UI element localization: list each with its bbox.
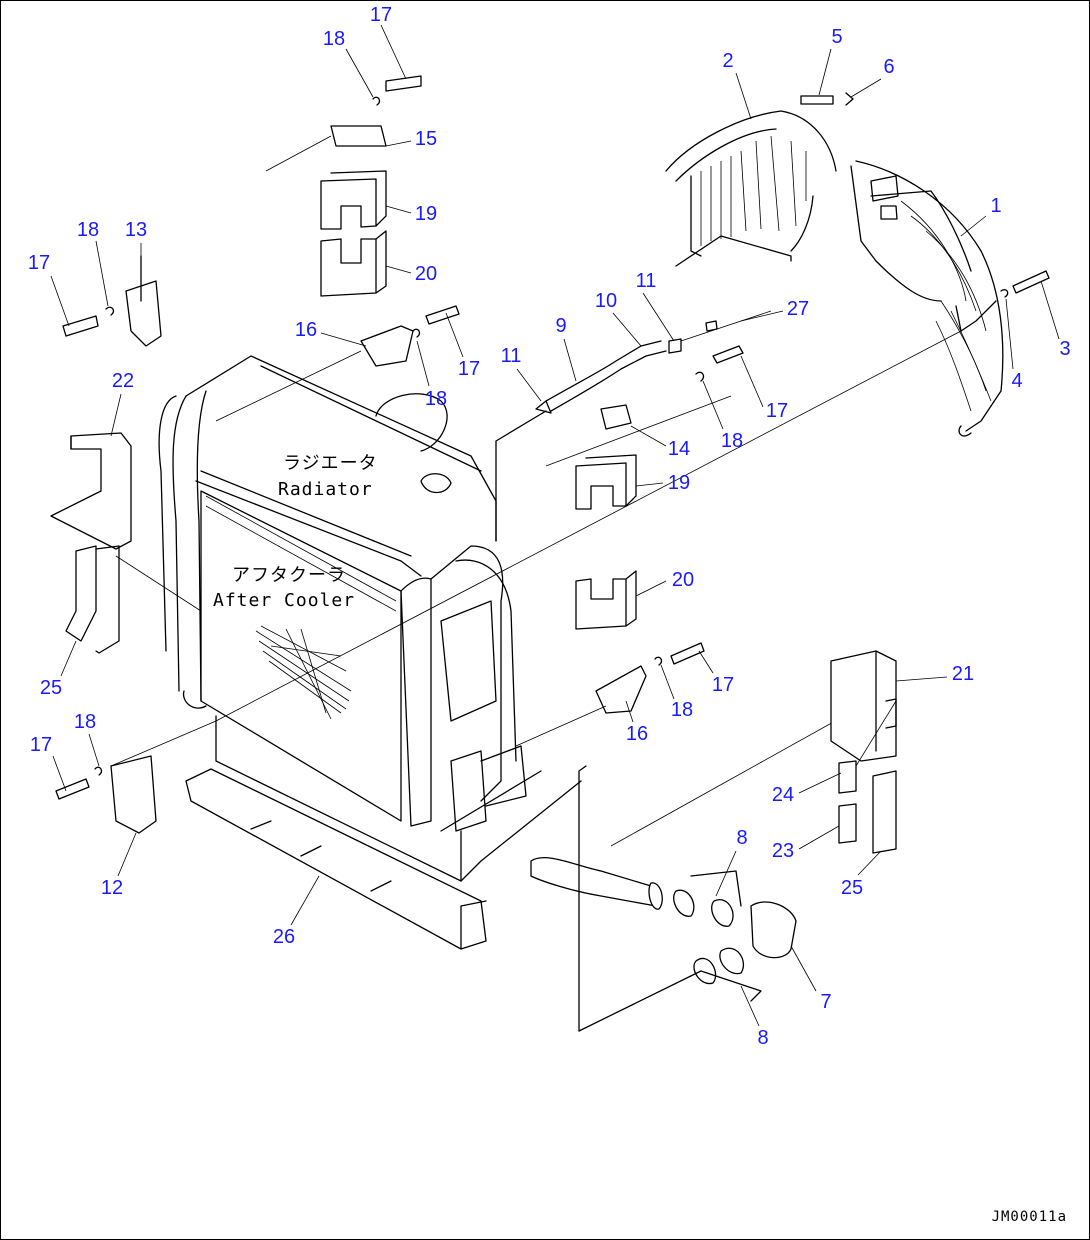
- callout-number: 11: [500, 345, 522, 367]
- callout-number: 16: [294, 319, 318, 341]
- callout-number: 18: [73, 711, 97, 733]
- callout-number: 4: [1011, 370, 1023, 392]
- mount-19-top: [320, 170, 387, 230]
- callout-number: 17: [457, 358, 481, 380]
- callout-number: 17: [765, 400, 789, 422]
- callout-number: 18: [670, 699, 694, 721]
- callout-number: 25: [840, 877, 864, 899]
- callout-number: 8: [757, 1027, 769, 1049]
- callout-number: 20: [671, 569, 695, 591]
- callout-number: 16: [625, 723, 649, 745]
- callout-number: 17: [711, 674, 735, 696]
- callout-number: 18: [322, 28, 346, 50]
- callout-number: 23: [771, 840, 795, 862]
- callout-number: 26: [272, 926, 296, 948]
- callout-number: 25: [39, 677, 63, 699]
- callout-number: 17: [27, 252, 51, 274]
- fan-shroud: [665, 110, 1004, 437]
- callout-number: 7: [820, 991, 832, 1013]
- callout-number: 17: [29, 734, 53, 756]
- callout-number: 5: [831, 26, 843, 48]
- aftercooler-label-jp: アフタクーラ: [232, 565, 346, 586]
- aftercooler-label-en: After Cooler: [213, 590, 356, 611]
- callout-number: 21: [951, 663, 975, 685]
- callout-number: 8: [736, 827, 748, 849]
- callout-number: 27: [786, 298, 810, 320]
- callout-number: 22: [111, 370, 135, 392]
- callout-number: 11: [635, 270, 657, 292]
- radiator-label-en: Radiator: [278, 479, 373, 500]
- callout-number: 3: [1059, 338, 1071, 360]
- callout-number: 17: [369, 4, 393, 26]
- callout-number: 24: [771, 784, 795, 806]
- callout-number: 18: [76, 219, 100, 241]
- mount-20-top: [320, 230, 387, 297]
- callout-number: 1: [990, 195, 1002, 217]
- callout-number: 18: [720, 430, 744, 452]
- callout-number: 6: [883, 56, 895, 78]
- callout-number: 20: [414, 263, 438, 285]
- callout-number: 18: [424, 388, 448, 410]
- callout-number: 15: [414, 128, 438, 150]
- callout-number: 10: [594, 290, 618, 312]
- callout-number: 9: [555, 315, 567, 337]
- drawing-code: JM00011a: [991, 1209, 1067, 1225]
- callout-number: 19: [667, 472, 691, 494]
- callout-number: 19: [414, 203, 438, 225]
- radiator-assembly: [158, 355, 582, 882]
- callout-number: 12: [100, 877, 124, 899]
- callout-number: 2: [722, 50, 734, 72]
- callout-number: 13: [124, 219, 148, 241]
- radiator-label-jp: ラジエータ: [283, 453, 378, 474]
- callout-number: 14: [667, 438, 691, 460]
